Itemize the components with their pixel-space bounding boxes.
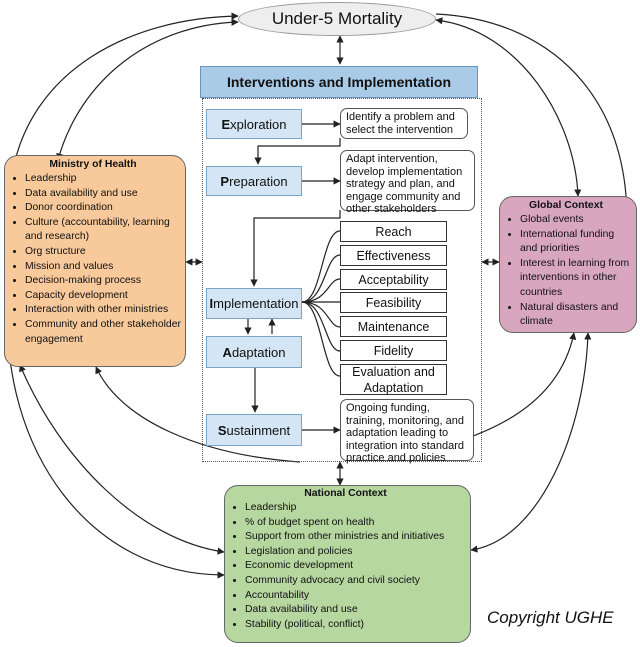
sustainment-note: Ongoing funding, training, monitoring, a… [340, 399, 474, 464]
global-context-panel: Global Context Global events Internation… [499, 196, 637, 333]
stage-sustainment-rest: ustainment [226, 422, 291, 438]
outcome-evaluation-adaptation: Evaluation and Adaptation [340, 364, 447, 395]
list-item: Legislation and policies [245, 545, 466, 560]
list-item: Interaction with other ministries [25, 303, 181, 318]
ministry-of-health-panel: Ministry of Health Leadership Data avail… [4, 155, 186, 367]
national-list: Leadership % of budget spent on health S… [225, 501, 466, 632]
ministry-list: Leadership Data availability and use Don… [5, 172, 181, 347]
under5-mortality-label: Under-5 Mortality [271, 9, 403, 28]
interventions-title: Interventions and Implementation [226, 74, 452, 90]
list-item: International funding and priorities [520, 228, 632, 257]
outcome-reach: Reach [340, 221, 447, 242]
outcome-maintenance: Maintenance [340, 316, 447, 337]
list-item: % of budget spent on health [245, 516, 466, 531]
stage-adaptation-rest: daptation [231, 344, 286, 360]
ministry-title: Ministry of Health [49, 159, 137, 170]
list-item: Global events [520, 213, 632, 228]
list-item: Donor coordination [25, 201, 181, 216]
list-item: Data availability and use [25, 187, 181, 202]
national-title: National Context [304, 488, 387, 499]
stage-implementation-rest: mplementation [213, 296, 299, 311]
preparation-note: Adapt intervention, develop implementati… [340, 150, 475, 215]
stage-exploration-rest: xploration [230, 116, 287, 132]
list-item: Culture (accountability, learning and re… [25, 216, 181, 245]
list-item: Interest in learning from interventions … [520, 257, 632, 301]
stage-preparation-initial: P [220, 173, 230, 189]
under5-mortality-oval: Under-5 Mortality [238, 2, 436, 36]
list-item: Mission and values [25, 260, 181, 275]
list-item: Community and other stakeholder engageme… [25, 318, 181, 347]
list-item: Economic development [245, 559, 466, 574]
list-item: Community advocacy and civil society [245, 574, 466, 589]
interventions-header: Interventions and Implementation [200, 66, 478, 98]
list-item: Support from other ministries and initia… [245, 530, 466, 545]
list-item: Data availability and use [245, 603, 466, 618]
outcome-acceptability: Acceptability [340, 269, 447, 290]
national-context-panel: National Context Leadership % of budget … [224, 485, 471, 643]
interventions-frame [202, 98, 482, 462]
list-item: Leadership [25, 172, 181, 187]
stage-sustainment-initial: S [217, 422, 227, 438]
exploration-note: Identify a problem and select the interv… [340, 108, 468, 139]
copyright-text: Copyright UGHE [487, 608, 614, 627]
outcome-effectiveness: Effectiveness [340, 245, 447, 266]
list-item: Accountability [245, 589, 466, 604]
stage-preparation-rest: reparation [229, 173, 288, 189]
stage-exploration-initial: E [221, 116, 231, 132]
stage-implementation-initial: I [209, 296, 214, 311]
global-title: Global Context [529, 200, 603, 211]
outcome-fidelity: Fidelity [340, 340, 447, 361]
list-item: Natural disasters and climate [520, 301, 632, 330]
list-item: Decision-making process [25, 274, 181, 289]
list-item: Leadership [245, 501, 466, 516]
list-item: Stability (political, conflict) [245, 618, 466, 633]
list-item: Capacity development [25, 289, 181, 304]
global-list: Global events International funding and … [500, 213, 632, 330]
list-item: Org structure [25, 245, 181, 260]
outcome-feasibility: Feasibility [340, 292, 447, 313]
stage-adaptation-initial: A [222, 344, 232, 360]
